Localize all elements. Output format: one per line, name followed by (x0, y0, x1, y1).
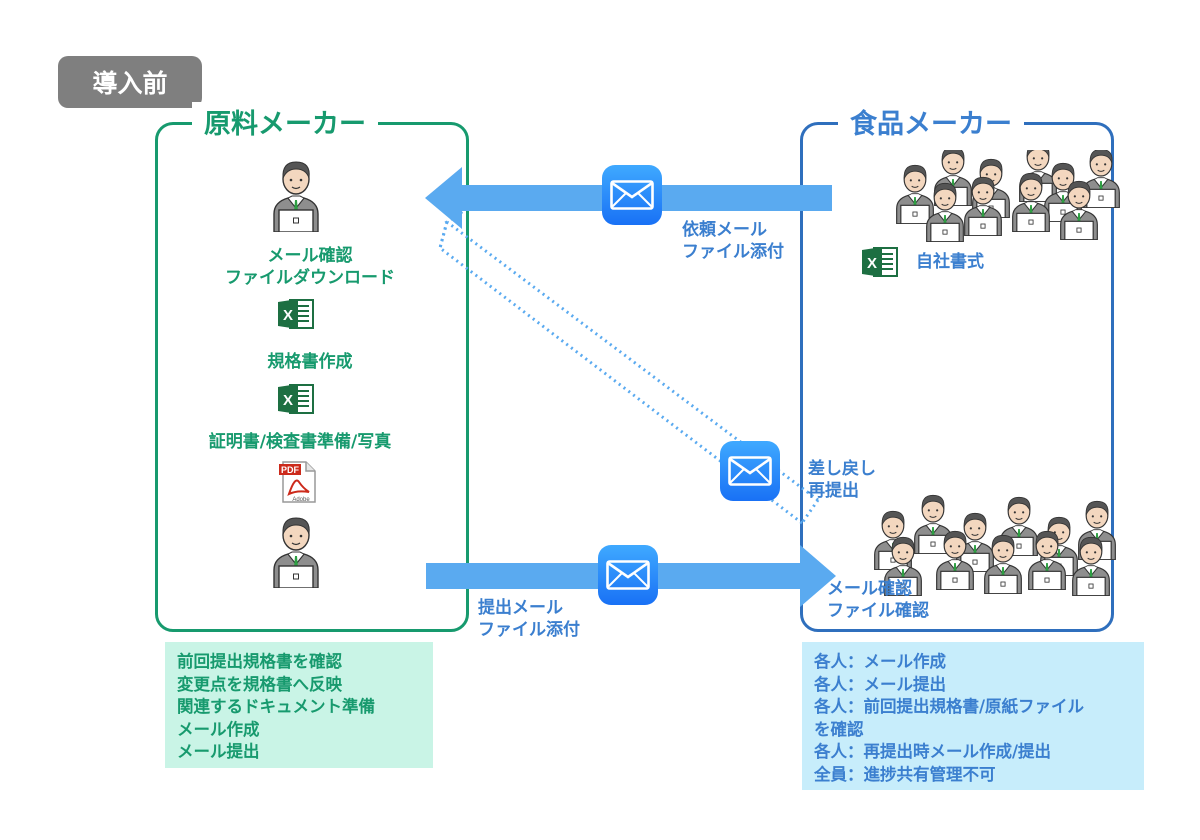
svg-text:PDF: PDF (281, 465, 300, 475)
task-item: メール作成 (177, 719, 260, 739)
resubmit-dotted-arrow (438, 208, 820, 525)
mail-icon (598, 545, 658, 605)
task-item: メール提出 (177, 742, 260, 761)
excel-icon (278, 298, 314, 330)
raw-material-maker-tasks: 前回提出規格書を確認 変更点を規格書へ反映 関連するドキュメント準備 メール作成… (165, 642, 433, 768)
own-format-label: 自社書式 (916, 252, 984, 272)
excel-icon (278, 383, 314, 415)
task-item: 全員：進捗共有管理不可 (814, 764, 996, 784)
certificate-prep-step: 証明書/検査書準備/写真 (208, 432, 392, 452)
mail-check-step: メール確認ファイルダウンロード (225, 246, 395, 288)
task-item: 変更点を規格書へ反映 (177, 674, 342, 694)
task-item: 各人：再提出時メール作成/提出 (814, 742, 1052, 761)
mail-icon (602, 165, 662, 225)
excel-icon (862, 246, 898, 278)
task-item: 前回提出規格書を確認 (177, 652, 342, 671)
staff-group-top (896, 150, 1120, 242)
task-item: 各人：メール作成 (814, 652, 946, 671)
task-item: 関連するドキュメント準備 (177, 697, 375, 716)
mail-icon (720, 441, 780, 501)
mail-file-check-label: メール確認ファイル確認 (827, 579, 929, 621)
food-maker-title: 食品メーカー (838, 102, 1024, 141)
raw-material-maker-title: 原料メーカー (192, 102, 378, 141)
before-introduction-badge: 導入前 (58, 56, 202, 108)
task-item: を確認 (814, 719, 864, 739)
spec-creation-step: 規格書作成 (267, 352, 353, 372)
task-item: 各人：前回提出規格書/原紙ファイル (814, 697, 1085, 716)
request-mail-label: 依頼メールファイル添付 (682, 220, 784, 262)
task-item: 各人：メール提出 (814, 674, 946, 694)
food-maker-tasks: 各人：メール作成 各人：メール提出 各人：前回提出規格書/原紙ファイル を確認 … (802, 642, 1144, 790)
pdf-icon: PDF Adobe (279, 461, 316, 503)
resubmit-label: 差し戻し再提出 (808, 459, 876, 501)
svg-text:Adobe: Adobe (292, 497, 310, 503)
person-with-laptop-icon (266, 156, 326, 232)
submit-mail-label: 提出メールファイル添付 (478, 598, 580, 640)
person-with-laptop-icon (266, 512, 326, 588)
